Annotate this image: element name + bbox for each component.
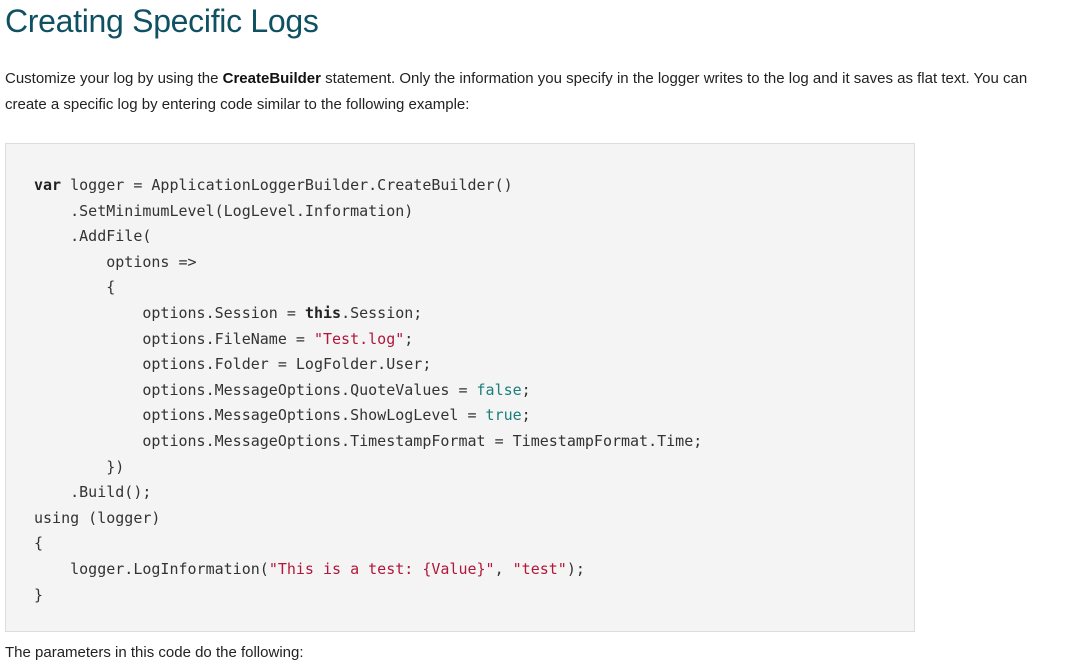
code-line-15: { <box>34 534 44 553</box>
code-string: "Test.log" <box>313 329 405 348</box>
code-string: "test" <box>512 559 567 578</box>
code-line-17: } <box>34 585 44 604</box>
code-text: options.Session = <box>34 303 305 322</box>
intro-paragraph: Customize your log by using the CreateBu… <box>5 66 1063 118</box>
code-line-2: .SetMinimumLevel(LogLevel.Information) <box>34 201 414 220</box>
code-literal: true <box>485 406 522 425</box>
code-text: .Session; <box>341 303 423 322</box>
page-title: Creating Specific Logs <box>5 3 319 39</box>
code-line-7: options.FileName = "Test.log"; <box>34 327 702 353</box>
code-text: , <box>494 559 513 578</box>
code-text: ); <box>566 559 585 578</box>
code-text: ; <box>404 329 414 348</box>
code-line-12: }) <box>34 457 125 476</box>
code-line-11: options.MessageOptions.TimestampFormat =… <box>34 431 703 450</box>
code-text: options.MessageOptions.QuoteValues = <box>34 380 477 399</box>
code-keyword: var <box>34 176 62 194</box>
code-line-5: { <box>34 278 116 297</box>
code-block[interactable]: var logger = ApplicationLoggerBuilder.Cr… <box>5 143 915 632</box>
code-line-9: options.MessageOptions.QuoteValues = fal… <box>34 378 702 404</box>
intro-code-term: CreateBuilder <box>222 70 321 87</box>
intro-text-1: Customize your log by using the <box>5 70 223 87</box>
code-text: ; <box>521 380 531 399</box>
code-text: ; <box>521 406 531 425</box>
code-text: logger = ApplicationLoggerBuilder.Create… <box>61 176 513 194</box>
code-text: options.FileName = <box>34 329 314 348</box>
code-keyword: this <box>304 303 342 322</box>
code-line-10: options.MessageOptions.ShowLogLevel = tr… <box>34 403 702 429</box>
code-line-3: .AddFile( <box>34 227 152 246</box>
code-line-6: options.Session = this.Session; <box>34 301 702 327</box>
code-line-14: using (logger) <box>34 508 161 527</box>
code-line-16: logger.LogInformation("This is a test: {… <box>34 557 702 583</box>
code-line-13: .Build(); <box>34 483 152 502</box>
code-text: options.MessageOptions.ShowLogLevel = <box>34 406 486 425</box>
code-literal: false <box>476 380 522 399</box>
parameters-intro-paragraph: The parameters in this code do the follo… <box>5 644 304 661</box>
intro-text-2: statement. Only the information you spec… <box>5 70 1028 113</box>
code-text: logger.LogInformation( <box>34 559 269 578</box>
code-string: "This is a test: {Value}" <box>268 559 495 578</box>
code-line-4: options => <box>34 252 197 271</box>
code-line-8: options.Folder = LogFolder.User; <box>34 355 432 374</box>
code-content: var logger = ApplicationLoggerBuilder.Cr… <box>34 173 702 608</box>
code-line-1: var logger = ApplicationLoggerBuilder.Cr… <box>34 173 702 199</box>
